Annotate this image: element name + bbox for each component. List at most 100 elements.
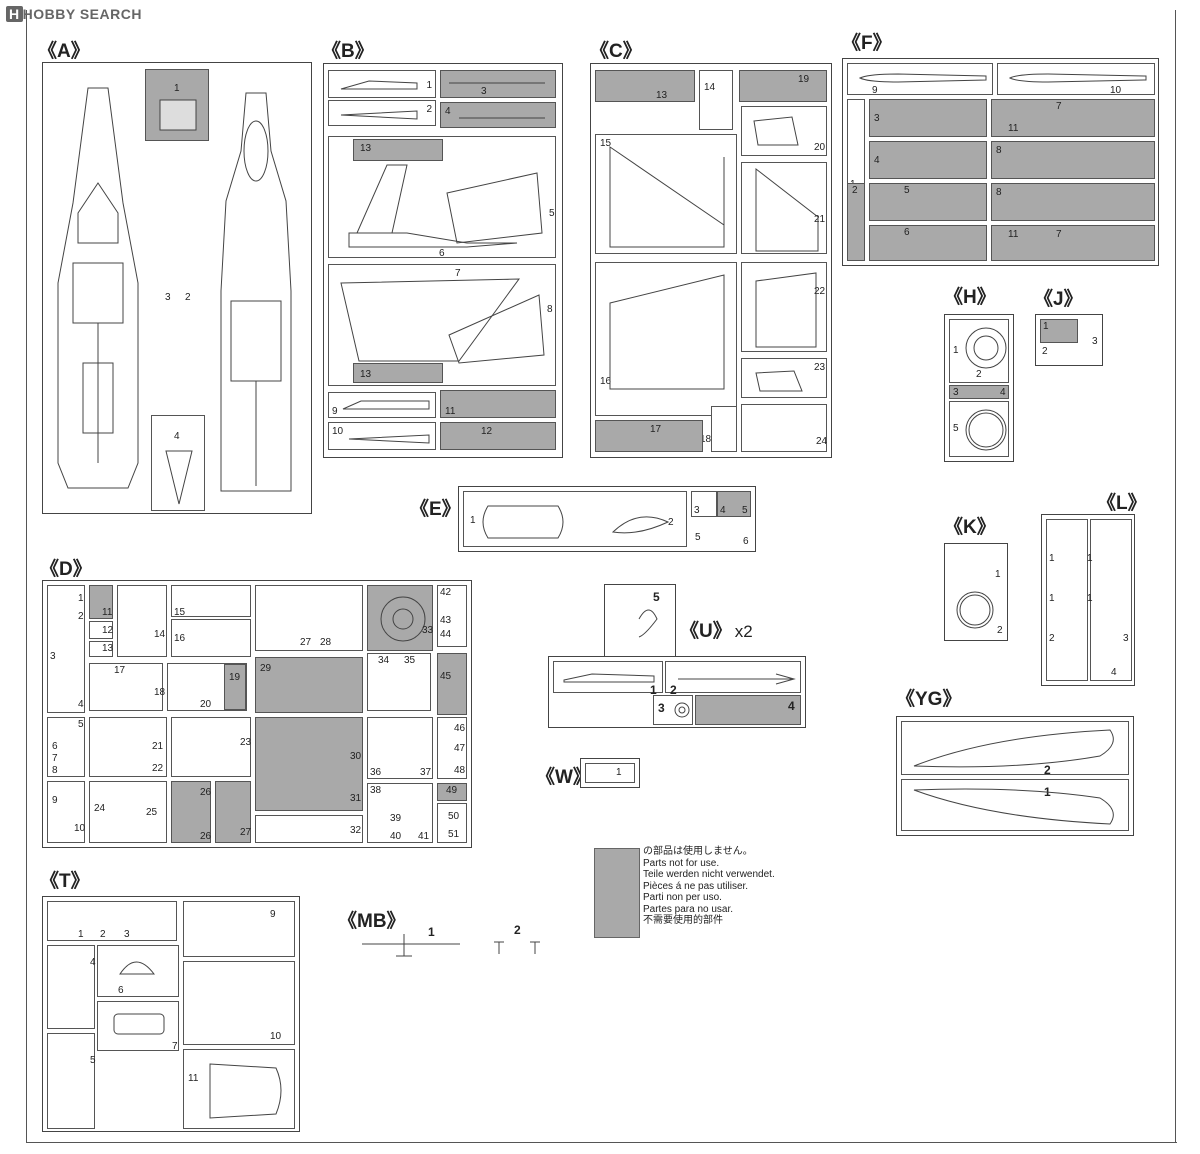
part-number: 2 (78, 611, 84, 622)
part-number: 20 (814, 142, 826, 153)
part-cell-c22: 22 (741, 262, 827, 352)
part-number: 4 (1111, 667, 1117, 678)
part-number: 4 (90, 957, 96, 968)
part-number: 16 (600, 376, 612, 387)
part-cell-t7: 7 (97, 1001, 179, 1052)
part-cell-c16: 16 (595, 262, 737, 416)
part-cell-c18: 18 (700, 406, 737, 452)
part-number: 5 (90, 1055, 96, 1066)
part-number: 23 (814, 362, 826, 373)
part-cell-d16: 16 (171, 619, 251, 657)
part-number: 29 (260, 663, 272, 674)
part-cell-l-left: 1 1 2 (1046, 519, 1088, 681)
section-u-title: 《U》x2 (680, 616, 753, 643)
section-l-title: 《L》 (1097, 493, 1147, 514)
unused-part-cell: 13 (595, 70, 695, 102)
part-number: 1 (470, 515, 476, 526)
part-number: 3 (165, 292, 171, 303)
part-number: 13 (360, 369, 372, 380)
unused-part-cell: 33 (367, 585, 433, 651)
part-number: 49 (446, 785, 458, 796)
unused-part-cell: 8 (991, 141, 1155, 179)
part-number: 33 (422, 625, 434, 636)
unused-part-cell: 29 (255, 657, 363, 713)
part-number: 6 (52, 741, 58, 752)
section-a-title: 《A》 (38, 41, 90, 62)
part-cell-wing-upper: 7 8 13 (328, 264, 556, 386)
part-number: 27 (300, 637, 312, 648)
part-cell-d35-36: 34 35 (367, 653, 431, 711)
legend-line-es: Partes para no usar. (643, 903, 734, 915)
part-number: 1 (1087, 553, 1093, 564)
unused-part-cell: 2 (847, 183, 865, 261)
runner-u-top: 5 (604, 584, 676, 658)
part-cell-w1: 1 (585, 763, 635, 783)
part-number: 27 (240, 827, 252, 838)
part-number: 43 (440, 615, 452, 626)
part-number: 26 (200, 831, 212, 842)
part-number: 2 (670, 683, 677, 697)
part-number: 1 (78, 929, 84, 940)
part-number: 10 (332, 426, 344, 437)
fuselage-lower-half (57, 87, 139, 489)
part-number: 10 (1110, 85, 1122, 96)
runner-u: 1 2 3 4 (548, 656, 806, 728)
part-number: 9 (872, 85, 878, 96)
part-number: 34 (378, 655, 390, 666)
part-number: 37 (420, 767, 432, 778)
part-cell-u2: 2 (665, 661, 801, 697)
part-number: 3 (953, 387, 959, 398)
part-number: 5 (549, 208, 555, 219)
part-cell-d15: 15 (171, 585, 251, 618)
section-u-label: 《U》 (680, 621, 732, 642)
part-number: 6 (743, 536, 749, 547)
part-number: 35 (404, 655, 416, 666)
part-number: 17 (114, 665, 126, 676)
runner-c: 13 14 19 15 20 21 16 22 23 18 17 24 (590, 63, 832, 458)
part-number: 11 (188, 1073, 199, 1084)
part-number: 14 (154, 629, 166, 640)
part-number: 15 (174, 607, 186, 618)
part-cell-c21: 21 (741, 162, 827, 254)
part-number: 1 (1049, 593, 1055, 604)
part-number: 6 (118, 985, 124, 996)
part-number: 1 (1049, 553, 1055, 564)
part-number: 12 (102, 625, 114, 636)
section-h-title: 《H》 (944, 287, 996, 308)
unused-part-cell: 12 (440, 422, 556, 450)
part-number: 32 (350, 825, 362, 836)
part-number: 15 (600, 138, 612, 149)
part-number: 1 (616, 767, 622, 778)
part-number: 8 (996, 187, 1002, 198)
runner-b: 1 2 3 4 13 6 5 7 8 13 9 10 11 12 (323, 63, 563, 458)
part-number: 36 (370, 767, 382, 778)
part-cell-h5: 5 (949, 401, 1009, 457)
part-number: 28 (320, 637, 332, 648)
part-cell-d23: 23 (171, 717, 251, 777)
part-cell-d28-29: 27 28 (255, 585, 363, 651)
part-1-shape (159, 99, 197, 131)
section-e-title: 《E》 (410, 499, 461, 520)
part-number: 51 (448, 829, 460, 840)
part-number: 4 (788, 699, 795, 713)
unused-part-cell: 4 (440, 102, 556, 128)
part-number: 38 (370, 785, 382, 796)
part-number: 4 (874, 155, 880, 166)
part-cell-t10: 10 (183, 961, 295, 1045)
part-number: 2 (1042, 346, 1048, 357)
part-number: 18 (700, 434, 712, 445)
part-cell-u3: 3 (653, 695, 693, 725)
part-cell-f9: 9 (847, 63, 993, 96)
part-cell-d14: 14 (117, 585, 167, 657)
unused-part-cell: 3 (440, 70, 556, 98)
part-number: 4 (1000, 387, 1006, 398)
part-mb2-shape (494, 941, 540, 954)
section-u-multiplier: x2 (734, 622, 753, 641)
part-number: 41 (418, 831, 430, 842)
